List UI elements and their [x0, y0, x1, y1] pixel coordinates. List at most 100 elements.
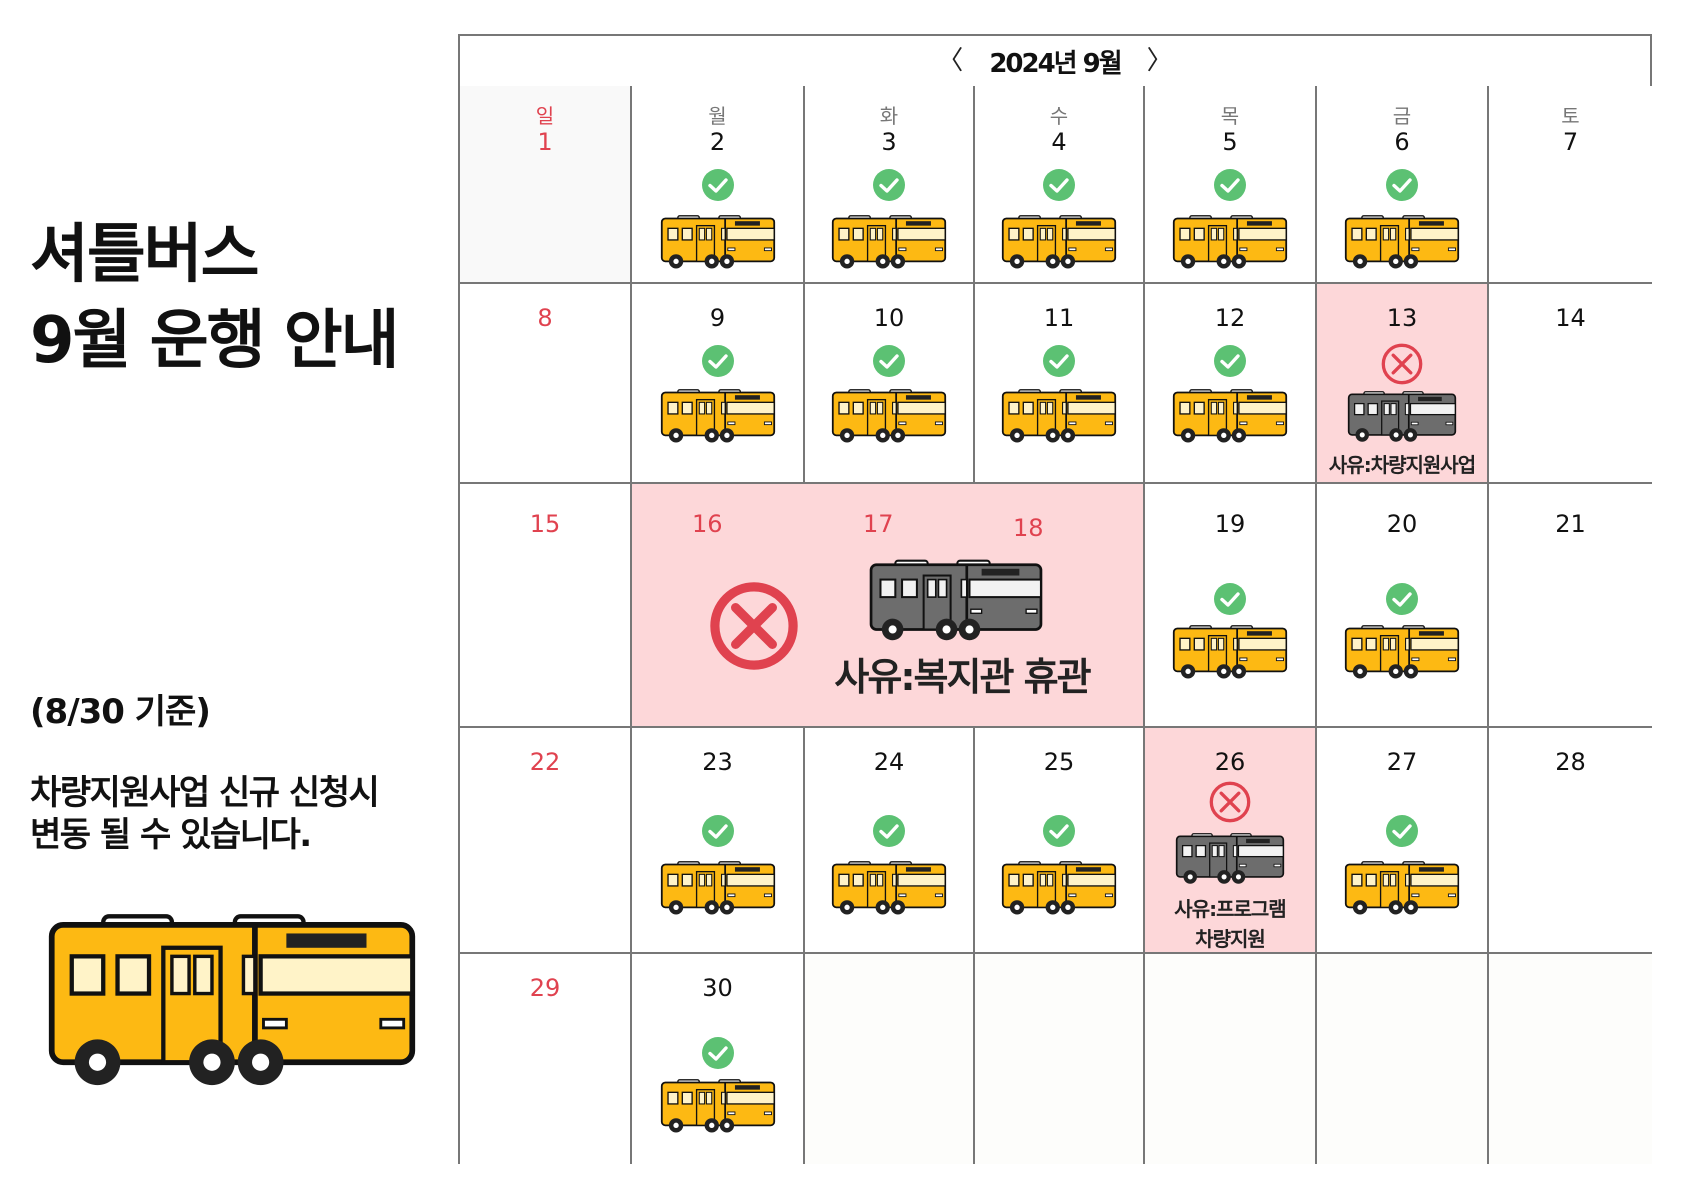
cancel-mark [1145, 780, 1315, 824]
day-cell-27[interactable]: 27 [1317, 728, 1489, 954]
run-bus [1145, 624, 1315, 683]
check-circle-icon [701, 345, 734, 377]
day-cell-14[interactable]: 14 [1489, 284, 1652, 484]
day-cell-22[interactable]: 22 [460, 728, 632, 954]
day-cell-29[interactable]: 29 [460, 954, 632, 1164]
check-circle-icon [873, 345, 905, 377]
empty-cell[interactable] [1317, 954, 1489, 1164]
run-bus [632, 860, 803, 919]
empty-cell[interactable] [975, 954, 1145, 1164]
check-circle-icon [1214, 169, 1246, 201]
day-number: 19 [1214, 510, 1246, 538]
x-circle-icon [710, 582, 798, 670]
weekday-label: 화 [879, 104, 899, 128]
month-header: 〈 2024년 9월 〉 [460, 36, 1650, 88]
day-number: 14 [1555, 304, 1586, 332]
title-line-2: 9월 운행 안내 [30, 304, 399, 378]
x-circle-icon [1209, 781, 1251, 823]
run-check [975, 168, 1143, 202]
bus-icon [1172, 625, 1288, 679]
day-cell-21[interactable]: 21 [1489, 484, 1652, 728]
day-number: 28 [1555, 748, 1586, 776]
day-cell-13[interactable]: 13 사유:차량지원사업 [1317, 284, 1489, 484]
check-circle-icon [873, 815, 905, 847]
prev-month-button[interactable]: 〈 [937, 46, 964, 76]
day-cell-11[interactable]: 11 [975, 284, 1145, 484]
day-number: 26 [1214, 748, 1246, 776]
notice: 차량지원사업 신규 신청시 변동 될 수 있습니다. [30, 772, 380, 856]
closure-mark [708, 580, 800, 676]
bus-icon [660, 215, 775, 269]
day-cell-8[interactable]: 8 [460, 284, 632, 484]
day-number: 9 [709, 304, 726, 332]
page-title: 셔틀버스 9월 운행 안내 [30, 212, 399, 384]
run-check [632, 814, 803, 848]
closure-bus [868, 558, 1044, 651]
title-line-1: 셔틀버스 [30, 218, 260, 292]
run-check [1145, 344, 1315, 378]
empty-cell[interactable] [1489, 954, 1652, 1164]
day-number: 13 [1386, 304, 1418, 332]
day-number: 16 [692, 510, 723, 538]
bus-icon [831, 861, 947, 915]
check-circle-icon [1214, 583, 1246, 615]
bus-icon [831, 215, 947, 269]
check-circle-icon [873, 169, 905, 201]
day-number: 3 [881, 128, 897, 156]
day-number: 15 [529, 510, 561, 538]
day-cell-15[interactable]: 15 [460, 484, 632, 728]
run-bus [805, 388, 973, 447]
check-circle-icon [701, 1037, 734, 1069]
day-cell-30[interactable]: 30 [632, 954, 805, 1164]
day-cell-12[interactable]: 12 [1145, 284, 1317, 484]
weekday-label: 수 [1049, 104, 1069, 128]
run-bus [1317, 214, 1487, 273]
day-cell-28[interactable]: 28 [1489, 728, 1652, 954]
run-check [975, 814, 1143, 848]
run-check [632, 168, 803, 202]
run-check [975, 344, 1143, 378]
day-number: 4 [1051, 128, 1067, 156]
day-number: 30 [702, 974, 733, 1002]
month-title: 2024년 9월 [989, 48, 1122, 79]
day-cell-25[interactable]: 25 [975, 728, 1145, 954]
bus-icon [1001, 215, 1117, 269]
bus-icon [869, 559, 1043, 641]
day-cell-24[interactable]: 24 [805, 728, 975, 954]
day-cell-19[interactable]: 19 [1145, 484, 1317, 728]
bus-icon [1175, 833, 1285, 884]
weekday-label: 일 [535, 104, 555, 128]
day-number: 1 [537, 128, 553, 156]
day-cell-9[interactable]: 9 [632, 284, 805, 484]
notice-line-2: 변동 될 수 있습니다. [30, 815, 312, 855]
day-number: 8 [537, 304, 553, 332]
run-check [1317, 168, 1487, 202]
cancel-reason: 사유:차량지원사업 [1328, 453, 1476, 477]
cancel-reason-line-1: 사유:프로그램 [1174, 897, 1286, 921]
next-month-button[interactable]: 〉 [1146, 46, 1173, 76]
empty-cell[interactable] [1145, 954, 1317, 1164]
day-number: 18 [1013, 514, 1044, 542]
run-check [1317, 582, 1487, 616]
run-check [1317, 814, 1487, 848]
day-cell-10[interactable]: 10 [805, 284, 975, 484]
run-check [805, 168, 973, 202]
day-cell-23[interactable]: 23 [632, 728, 805, 954]
run-bus [805, 214, 973, 273]
empty-cell[interactable] [805, 954, 975, 1164]
bus-icon [660, 861, 775, 915]
run-bus [1145, 388, 1315, 447]
day-cell-20[interactable]: 20 [1317, 484, 1489, 728]
day-number: 7 [1562, 128, 1579, 156]
run-bus [975, 214, 1143, 273]
